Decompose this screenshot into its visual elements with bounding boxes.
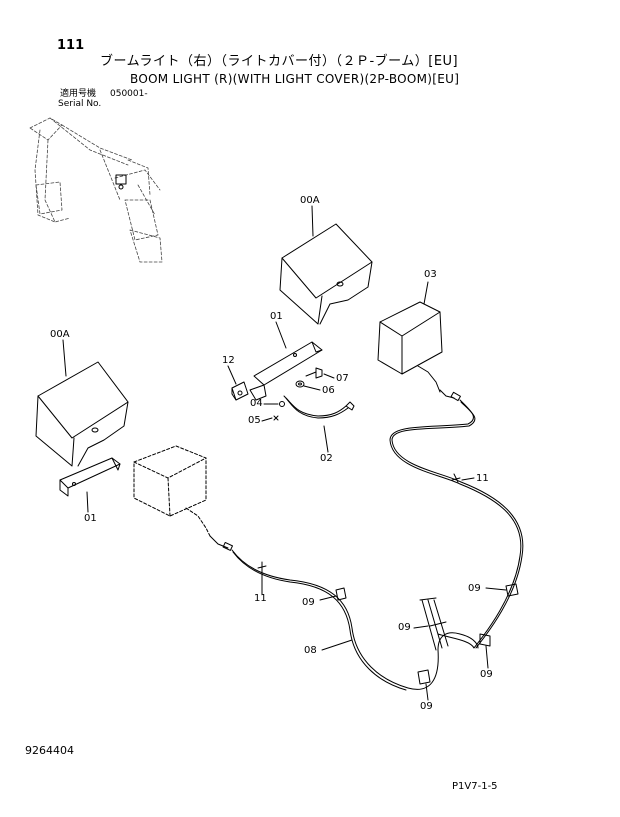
- leader-11-right: [461, 477, 475, 481]
- harness-02: [283, 395, 355, 419]
- excavator-thumbnail: [29, 117, 163, 263]
- callout-09-e: 09: [420, 701, 433, 712]
- document-number: 9264404: [25, 744, 74, 757]
- clamp-09-e: [417, 669, 431, 685]
- leader-01-top: [275, 321, 287, 349]
- callout-09-a: 09: [302, 597, 315, 608]
- clamp-09-d: [479, 633, 491, 647]
- callout-12: 12: [222, 355, 235, 366]
- leader-05: [261, 417, 273, 422]
- callout-04: 04: [250, 398, 263, 409]
- work-light: [377, 301, 443, 393]
- callout-03: 03: [424, 269, 437, 280]
- callout-02: 02: [320, 453, 333, 464]
- bracket-left: [59, 457, 121, 497]
- clamp-09-b: [505, 583, 519, 597]
- callout-05: 05: [248, 415, 261, 426]
- leader-03: [423, 281, 429, 305]
- callout-11-right: 11: [476, 473, 489, 484]
- nut-04: [279, 401, 285, 407]
- washer-06: [295, 380, 305, 388]
- leader-08: [321, 639, 353, 651]
- callout-09-b: 09: [468, 583, 481, 594]
- callout-11-left: 11: [254, 593, 267, 604]
- boom-light-marker-icon: [115, 174, 127, 190]
- leader-09-e: [425, 683, 429, 701]
- leader-02: [323, 425, 329, 453]
- leader-07: [323, 373, 335, 379]
- leader-12: [227, 365, 237, 385]
- bolt-07: [305, 367, 323, 379]
- leader-09-a: [319, 595, 337, 601]
- leader-09-d: [485, 645, 489, 669]
- screw-05: [273, 415, 279, 421]
- page-number: 111: [57, 38, 85, 53]
- clip-11-right: [451, 473, 461, 483]
- callout-06: 06: [322, 385, 335, 396]
- leader-00a-top: [311, 205, 314, 237]
- page-code: P1V7-1-5: [452, 781, 498, 792]
- bracket-top: [249, 341, 323, 401]
- clip-11-left: [257, 561, 267, 573]
- title-japanese: ブームライト（右）（ライトカバー付）（２Ｐ-ブーム）[EU]: [100, 54, 459, 69]
- title-english: BOOM LIGHT (R)(WITH LIGHT COVER)(2P-BOOM…: [130, 72, 460, 86]
- serial-value: 050001-: [110, 89, 148, 99]
- callout-00a-left: 00A: [50, 329, 70, 340]
- leader-09-b: [485, 587, 507, 591]
- callout-01-top: 01: [270, 311, 283, 322]
- connector-bundle-09: [419, 597, 449, 651]
- callout-01-left: 01: [84, 513, 97, 524]
- serial-label-jp: 適用号機: [60, 89, 97, 99]
- leader-06: [303, 385, 321, 391]
- harness-right: [389, 389, 524, 649]
- callout-00a-top: 00A: [300, 195, 320, 206]
- callout-09-c: 09: [398, 622, 411, 633]
- leader-00a-left: [62, 339, 67, 377]
- callout-07: 07: [336, 373, 349, 384]
- light-cover-left: [35, 361, 129, 467]
- rubber-pad: [231, 381, 249, 401]
- light-ghost-left: [133, 445, 211, 537]
- light-cover-top: [279, 223, 373, 325]
- clamp-09-a: [335, 587, 347, 601]
- callout-08: 08: [304, 645, 317, 656]
- serial-label-en: Serial No.: [58, 99, 102, 109]
- harness-left: [209, 535, 479, 691]
- leader-01-left: [86, 491, 89, 513]
- leader-09-c: [413, 625, 429, 629]
- callout-09-d: 09: [480, 669, 493, 680]
